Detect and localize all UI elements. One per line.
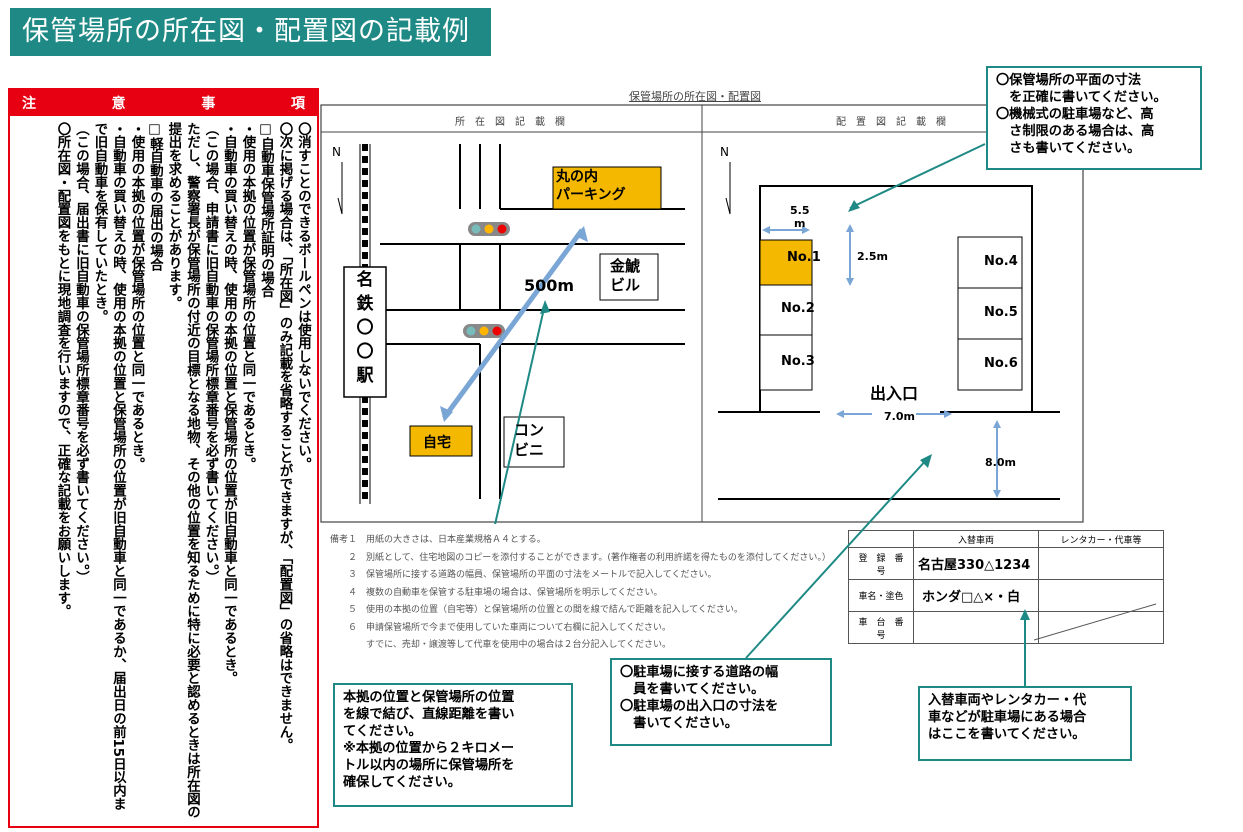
station-char: 〇 [356,342,374,362]
callout-dimensions: 〇保管場所の平面の寸法 を正確に書いてください。 〇機械式の駐車場など、高 さ制… [986,66,1202,170]
station-char: 名 [356,270,374,290]
callout-vehicle: 入替車両やレンタカー・代 車などが駐車場にある場合 はここを書いてください。 [918,686,1132,761]
row-label: 登 録 番 号 [848,547,914,580]
parking-label: 丸の内 パーキング [556,169,626,203]
note-line: ４ 複数の自動車を保管する駐車場の場合は、保管場所を明示してください。 [330,587,663,598]
note-line: すでに、売却・譲渡等して代車を使用中の場合は２台分記入してください。 [330,640,672,650]
dim-width: 5.5 m [790,204,810,230]
page-title: 保管場所の所在図・配置図の記載例 [10,8,491,56]
road-width: 8.0m [985,456,1016,469]
slot-2: No.2 [781,301,815,316]
note-line: ５ 使用の本拠の位置（自宅等）と保管場所の位置との間を線で結んで距離を記入してく… [330,605,743,615]
vehicle-table: 入替車両 レンタカー・代車等 登 録 番 号 名古屋330△1234 車名・塗色… [848,530,1164,644]
note-line: ２ 別紙として、住宅地図のコピーを添付することができます。(著作権者の利用許諾を… [330,552,831,563]
slot-5: No.5 [984,305,1018,320]
table-cell [913,611,1039,644]
station-char: 〇 [356,318,374,338]
notice-box: 注 意 事 項 〇消すことのできるボールペンは使用しないでください。 〇次に掲げ… [8,88,319,828]
dim-depth: 2.5m [857,250,888,263]
map-right-caption: 配 置 図 記 載 欄 [836,117,946,128]
note-line: 備考１ 用紙の大きさは、日本産業規格Ａ４とする。 [330,535,546,545]
notice-header-char: 項 [290,96,305,112]
table-cell [1038,579,1164,612]
notes: 備考１ 用紙の大きさは、日本産業規格Ａ４とする。 ２ 別紙として、住宅地図のコピ… [330,532,831,655]
home-label: 自宅 [423,435,451,451]
note-line: ３ 保管場所に接する道路の幅員、保管場所の平面の寸法をメートルで記入してください… [330,570,717,580]
notice-header-char: 意 [111,96,126,112]
entrance-width: 7.0m [884,410,915,423]
station-char: 鉄 [356,294,374,314]
notice-header-char: 事 [201,96,216,112]
slot-3: No.3 [781,354,815,369]
map-heading: 保管場所の所在図・配置図 [629,90,761,103]
station-label: 名 鉄 〇 〇 駅 [344,268,386,388]
building-label: 金鯱 ビル [610,257,641,294]
svg-text:N: N [720,145,729,159]
map-left-caption: 所 在 図 記 載 欄 [455,117,565,128]
callout-road: 〇駐車場に接する道路の幅 員を書いてください。 〇駐車場の出入口の寸法を 書いて… [610,658,832,746]
notice-header-char: 注 [22,96,36,112]
callout-pointers [745,454,1030,686]
distance-label: 500m [524,276,575,295]
note-line: ６ 申請保管場所で今まで使用していた車両について右欄に記入してください。 [330,622,671,633]
entrance-label: 出入口 [870,384,919,403]
table-cell [1038,547,1164,580]
table-diagonal [1034,603,1157,641]
station-char: 駅 [356,366,374,386]
map-diagram: N N [320,104,1084,524]
svg-text:N: N [332,145,341,159]
store-label: コン ビニ [514,421,545,459]
slot-4: No.4 [984,254,1018,269]
slot-1: No.1 [787,250,821,265]
table-cell [1038,611,1164,644]
reg-number: 名古屋330△1234 [913,547,1039,580]
notice-header: 注 意 事 項 [10,90,317,116]
slot-6: No.6 [984,356,1018,371]
row-label: 車 台 番 号 [848,611,914,644]
callout-distance: 本拠の位置と保管場所の位置 を線で結び、直線距離を書い てください。 ※本拠の位… [333,683,573,807]
notice-body: 〇消すことのできるボールペンは使用しないでください。 〇次に掲げる場合は、「所在… [54,122,311,819]
